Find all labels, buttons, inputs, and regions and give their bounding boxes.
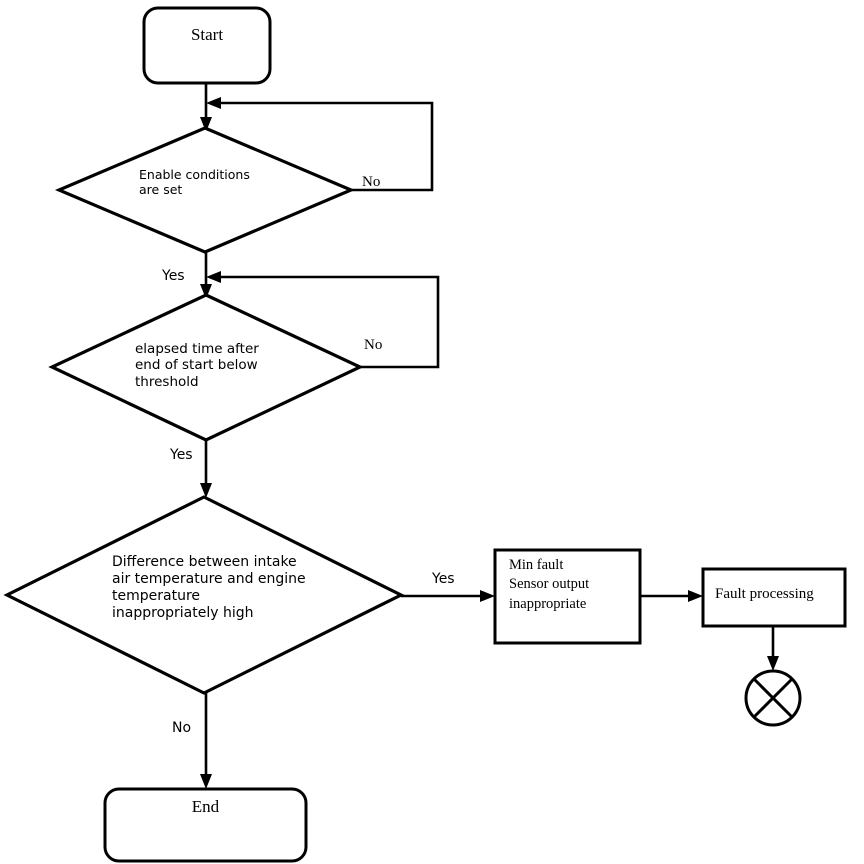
arrowhead-enable-yes [200,284,212,299]
node-fault-processing-shape[interactable] [701,567,847,628]
edge-label-elapsed-yes: Yes [170,447,193,463]
arrowhead-difference-no [200,774,212,789]
terminator-cross-line-2 [752,677,794,719]
node-decision-difference-label: Difference between intake air temperatur… [112,554,306,622]
node-decision-elapsed-label: elapsed time after end of start below th… [135,341,259,390]
arrowhead-minfault-to-faultproc [688,590,703,602]
arrowhead-elapsed-yes [200,483,212,498]
edge-label-difference-no: No [172,720,192,736]
node-decision-enable-label: Enable conditions are set [139,167,250,198]
edge-label-enable-no: No [362,174,381,190]
edge-elapsed-no-loopback [216,275,440,369]
arrowhead-enable-no-loopback [206,97,221,109]
node-start-label: Start [190,25,224,44]
arrowhead-start-to-enable [200,117,212,132]
node-end-label: End [191,797,220,816]
arrowhead-elapsed-no-loopback [206,271,221,283]
node-min-fault-label: Min fault Sensor output inappropriate [509,557,590,612]
edge-label-difference-yes: Yes [432,571,455,587]
edge-label-enable-yes: Yes [162,268,185,284]
edge-enable-no-loopback [216,101,434,192]
node-decision-difference-shape[interactable] [3,495,405,695]
node-end-shape[interactable] [103,787,308,863]
node-fault-processing-label: Fault processing [715,586,814,602]
edge-label-elapsed-no: No [364,337,383,353]
arrowhead-difference-yes [480,590,495,602]
arrowhead-faultproc-to-terminator [767,656,779,671]
